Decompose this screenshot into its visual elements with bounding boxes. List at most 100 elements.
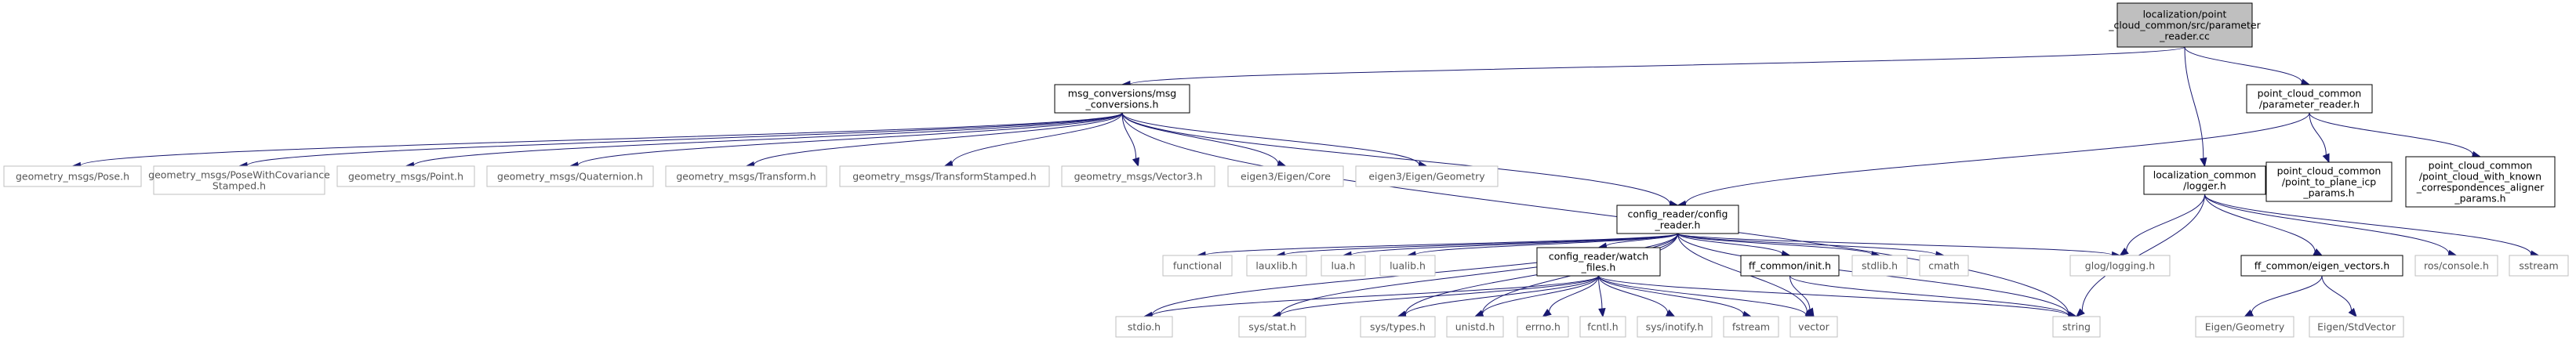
edge-line <box>1598 275 1744 315</box>
edge-line <box>2081 194 2205 312</box>
edge-msg_conv-to-pose_cov <box>238 112 1123 170</box>
node-sys_types[interactable]: sys/types.h <box>1360 316 1436 338</box>
node-box <box>2509 255 2569 277</box>
node-transform_st[interactable]: geometry_msgs/TransformStamped.h <box>839 165 1050 187</box>
node-label-line: localization/point <box>2143 9 2227 20</box>
node-pcc_param[interactable]: point_cloud_common/parameter_reader.h <box>2246 84 2373 114</box>
node-label-line: geometry_msgs/Pose.h <box>16 171 129 183</box>
node-pose[interactable]: geometry_msgs/Pose.h <box>3 165 142 187</box>
node-eigen_geometry2[interactable]: Eigen/Geometry <box>2195 316 2294 338</box>
node-stdlib[interactable]: stdlib.h <box>1851 255 1908 277</box>
node-label-line: _reader.cc <box>2159 31 2210 42</box>
node-box <box>2143 165 2266 195</box>
node-vector[interactable]: vector <box>1789 316 1838 338</box>
node-eigen_stdvector[interactable]: Eigen/StdVector <box>2309 316 2404 338</box>
node-functional[interactable]: functional <box>1162 255 1233 277</box>
node-watch_files[interactable]: config_reader/watch_files.h <box>1536 247 1661 277</box>
node-transform[interactable]: geometry_msgs/Transform.h <box>665 165 827 187</box>
node-ff_init[interactable]: ff_common/init.h <box>1740 255 1840 277</box>
node-stdio[interactable]: stdio.h <box>1115 316 1173 338</box>
edge-msg_conv-to-pose <box>71 112 1123 170</box>
node-label-line: eigen3/Eigen/Geometry <box>1368 171 1485 183</box>
node-p2p_icp[interactable]: point_cloud_common/point_to_plane_icp_pa… <box>2265 161 2393 202</box>
node-loc_logger[interactable]: localization_common/logger.h <box>2143 165 2266 195</box>
edges-layer <box>71 46 2540 320</box>
node-string[interactable]: string <box>2052 316 2101 338</box>
node-box <box>1227 165 1344 187</box>
node-quat[interactable]: geometry_msgs/Quaternion.h <box>486 165 654 187</box>
edge-line <box>1121 112 1137 159</box>
node-label-line: ff_common/eigen_vectors.h <box>2254 260 2390 272</box>
edge-line <box>1789 275 1811 310</box>
node-label-line: fcntl.h <box>1587 321 1618 333</box>
node-box <box>153 165 325 195</box>
edge-line <box>1121 112 1671 205</box>
edge-line <box>1605 233 1678 247</box>
node-box <box>1616 205 1739 234</box>
node-box <box>1360 316 1436 338</box>
edge-config_reader-to-glog <box>1677 233 2121 259</box>
edge-config_reader-to-cmath <box>1677 233 1946 259</box>
node-eigen_core[interactable]: eigen3/Eigen/Core <box>1227 165 1344 187</box>
node-label-line: stdlib.h <box>1862 260 1898 272</box>
node-cmath[interactable]: cmath <box>1919 255 1969 277</box>
node-sys_inotify[interactable]: sys/inotify.h <box>1637 316 1713 338</box>
edge-line <box>951 112 1123 165</box>
node-root[interactable]: localization/point_cloud_common/src/para… <box>2108 2 2262 48</box>
node-lauxlib[interactable]: lauxlib.h <box>1246 255 1307 277</box>
node-label-line: Stamped.h <box>213 180 266 192</box>
node-label-line: _params.h <box>2454 193 2505 205</box>
edge-line <box>1598 275 1669 313</box>
node-lua[interactable]: lua.h <box>1321 255 1366 277</box>
edge-line <box>2204 194 2316 252</box>
edge-msg_conv-to-eigen_core <box>1121 112 1287 168</box>
edge-watch_files-to-stdio <box>1143 275 1599 320</box>
node-box <box>2052 316 2101 338</box>
edge-ff_eigen-to-eigen_geometry2 <box>2244 275 2323 317</box>
node-sys_stat[interactable]: sys/stat.h <box>1238 316 1306 338</box>
node-glog[interactable]: glog/logging.h <box>2069 255 2171 277</box>
node-ros_console[interactable]: ros/console.h <box>2414 255 2498 277</box>
node-label-line: config_reader/config <box>1628 208 1728 220</box>
node-label-line: /parameter_reader.h <box>2259 99 2360 110</box>
node-point[interactable]: geometry_msgs/Point.h <box>336 165 475 187</box>
edge-pcc_param-to-aligner <box>2309 112 2482 158</box>
node-config_reader[interactable]: config_reader/config_reader.h <box>1616 205 1739 234</box>
node-label-line: fstream <box>1732 321 1770 333</box>
edge-line <box>1598 275 2069 317</box>
node-aligner[interactable]: point_cloud_common/point_cloud_with_know… <box>2405 156 2556 208</box>
edge-watch_files-to-fcntl <box>1598 275 1606 318</box>
edge-msg_conv-to-eigen_geom <box>1121 112 1428 168</box>
edge-line <box>2184 46 2204 159</box>
edge-line <box>2309 112 2473 155</box>
node-box <box>2405 156 2556 208</box>
node-msg_conv[interactable]: msg_conversions/msg_conversions.h <box>1054 84 1190 114</box>
node-box <box>1637 316 1713 338</box>
node-sstream[interactable]: sstream <box>2509 255 2569 277</box>
node-vector3[interactable]: geometry_msgs/Vector3.h <box>1061 165 1215 187</box>
node-fstream[interactable]: fstream <box>1723 316 1779 338</box>
edge-line <box>1415 233 1678 255</box>
node-box <box>1789 316 1838 338</box>
node-errno[interactable]: errno.h <box>1517 316 1569 338</box>
edge-line <box>1151 275 1599 317</box>
edge-watch_files-to-vector <box>1598 275 1815 319</box>
edge-arrowhead <box>2119 248 2129 256</box>
node-unistd[interactable]: unistd.h <box>1446 316 1504 338</box>
node-lualib[interactable]: lualib.h <box>1379 255 1436 277</box>
node-box <box>2195 316 2294 338</box>
node-label-line: sys/types.h <box>1370 321 1426 333</box>
node-label-line: geometry_msgs/Vector3.h <box>1074 171 1203 183</box>
node-eigen_geom[interactable]: eigen3/Eigen/Geometry <box>1355 165 1499 187</box>
edge-arrowhead <box>2313 248 2323 256</box>
node-label-line: geometry_msgs/PoseWithCovariance <box>148 169 330 181</box>
edge-line <box>1350 233 1678 255</box>
edge-line <box>2204 194 2532 255</box>
edge-line <box>1404 275 1599 316</box>
node-label-line: lualib.h <box>1390 260 1426 272</box>
node-pose_cov[interactable]: geometry_msgs/PoseWithCovarianceStamped.… <box>148 165 330 195</box>
node-label-line: unistd.h <box>1455 321 1495 333</box>
node-ff_eigen[interactable]: ff_common/eigen_vectors.h <box>2240 255 2403 277</box>
node-fcntl[interactable]: fcntl.h <box>1579 316 1626 338</box>
